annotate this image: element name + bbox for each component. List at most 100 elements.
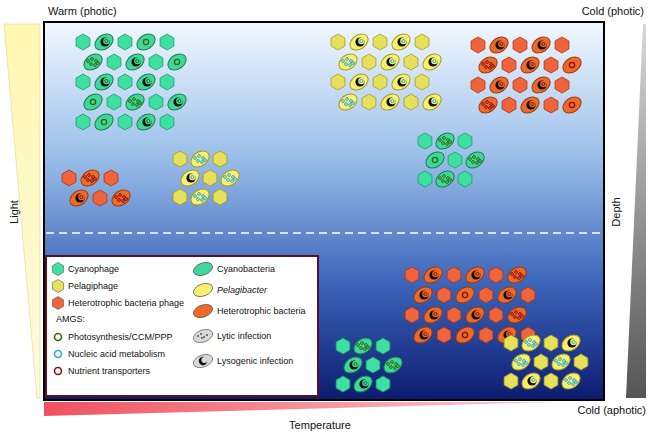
cell xyxy=(453,324,477,347)
amg-ring xyxy=(105,79,108,82)
axis-label: Temperature xyxy=(289,419,351,431)
phage-particle xyxy=(502,97,516,113)
phage-particle xyxy=(489,267,503,283)
cell xyxy=(463,149,487,172)
amg-ring xyxy=(105,39,108,42)
amg-ring xyxy=(139,102,142,105)
cell xyxy=(92,111,116,134)
phage-particle xyxy=(479,327,493,343)
prophage-gap xyxy=(145,118,151,124)
prophage-gap xyxy=(431,98,437,104)
prophage xyxy=(355,37,364,46)
cell xyxy=(188,148,212,171)
amg-ring xyxy=(345,63,348,66)
cell xyxy=(433,168,457,191)
cell xyxy=(420,91,444,114)
amg-ring xyxy=(518,277,521,280)
cell xyxy=(123,51,147,74)
amg-ring xyxy=(119,194,122,197)
photic-boundary xyxy=(46,232,602,234)
prophage-gap xyxy=(432,311,438,317)
prophage xyxy=(495,40,504,49)
amg-ring xyxy=(198,193,201,196)
prophage-gap xyxy=(422,291,428,297)
prophage-gap xyxy=(570,339,576,345)
amg-ring xyxy=(129,100,132,103)
prophage-gap xyxy=(540,41,546,47)
amg-ring xyxy=(433,59,436,62)
amg-ring xyxy=(479,160,482,163)
phage-particle xyxy=(76,74,90,90)
amg-ring xyxy=(472,161,475,164)
cell xyxy=(347,31,371,54)
cell xyxy=(134,71,158,94)
prophage-gap xyxy=(474,311,480,317)
amg-ring xyxy=(482,103,485,106)
amg-ring xyxy=(473,156,476,159)
legend-text: Nutrient transporters xyxy=(68,365,150,377)
amg-ring xyxy=(201,161,204,164)
amg-ring xyxy=(486,101,489,104)
phage-particle xyxy=(504,335,518,351)
prophage-gap xyxy=(506,291,512,297)
amg-ring xyxy=(346,58,349,61)
amg-ring xyxy=(424,332,427,335)
cell xyxy=(560,54,584,77)
amg-ring xyxy=(424,292,427,295)
amg-ring xyxy=(559,358,562,361)
amg-ring xyxy=(342,60,345,63)
prophage xyxy=(537,40,546,49)
phage-particle xyxy=(160,74,174,90)
amg-ring xyxy=(525,341,528,344)
amg-ring xyxy=(489,67,492,70)
amg-ring xyxy=(565,379,568,382)
phage-particle xyxy=(437,287,451,303)
amg-ring xyxy=(572,383,575,386)
legend-text: Heterotrophic bacteria phage xyxy=(68,297,184,309)
prophage xyxy=(503,290,512,299)
amg-ring xyxy=(197,198,200,201)
amg-ring xyxy=(360,39,363,42)
temperature-wedge xyxy=(44,402,560,416)
corner-label: Cold (photic) xyxy=(582,5,644,17)
amg-ring xyxy=(364,348,367,351)
amg-ring xyxy=(439,139,442,142)
amg-ring xyxy=(518,363,521,366)
prophage-gap xyxy=(498,41,504,47)
cell xyxy=(381,354,405,377)
amg-ring xyxy=(118,199,121,202)
cell xyxy=(518,54,542,77)
prophage-gap xyxy=(201,357,207,363)
amg-ring xyxy=(482,63,485,66)
corner-label: Warm (photic) xyxy=(48,5,117,17)
amg-ring xyxy=(345,103,348,106)
cell-sample xyxy=(192,327,215,345)
prophage xyxy=(386,97,395,106)
amg-ring xyxy=(204,197,207,200)
cell xyxy=(389,31,413,54)
amg-ring xyxy=(443,137,446,140)
amg-ring xyxy=(519,358,522,361)
amg-ring xyxy=(446,143,449,146)
amg-ring xyxy=(500,82,503,85)
amg-ring xyxy=(442,142,445,145)
prophage xyxy=(495,80,504,89)
prophage-gap xyxy=(474,271,480,277)
cell xyxy=(178,167,202,190)
legend-text: Pelagiphage xyxy=(68,280,118,292)
cell xyxy=(78,167,102,190)
prophage xyxy=(173,97,182,106)
ring-sample xyxy=(55,368,62,375)
amg-ring xyxy=(90,99,95,104)
prophage xyxy=(199,357,207,365)
phage-particle xyxy=(118,114,132,130)
amg-ring xyxy=(434,272,437,275)
phage-dot xyxy=(200,333,202,335)
amg-ring xyxy=(558,363,561,366)
light-wedge xyxy=(4,24,40,398)
prophage xyxy=(359,379,368,388)
amg-ring xyxy=(569,62,574,67)
cell xyxy=(165,51,189,74)
phage-particle xyxy=(76,114,90,130)
